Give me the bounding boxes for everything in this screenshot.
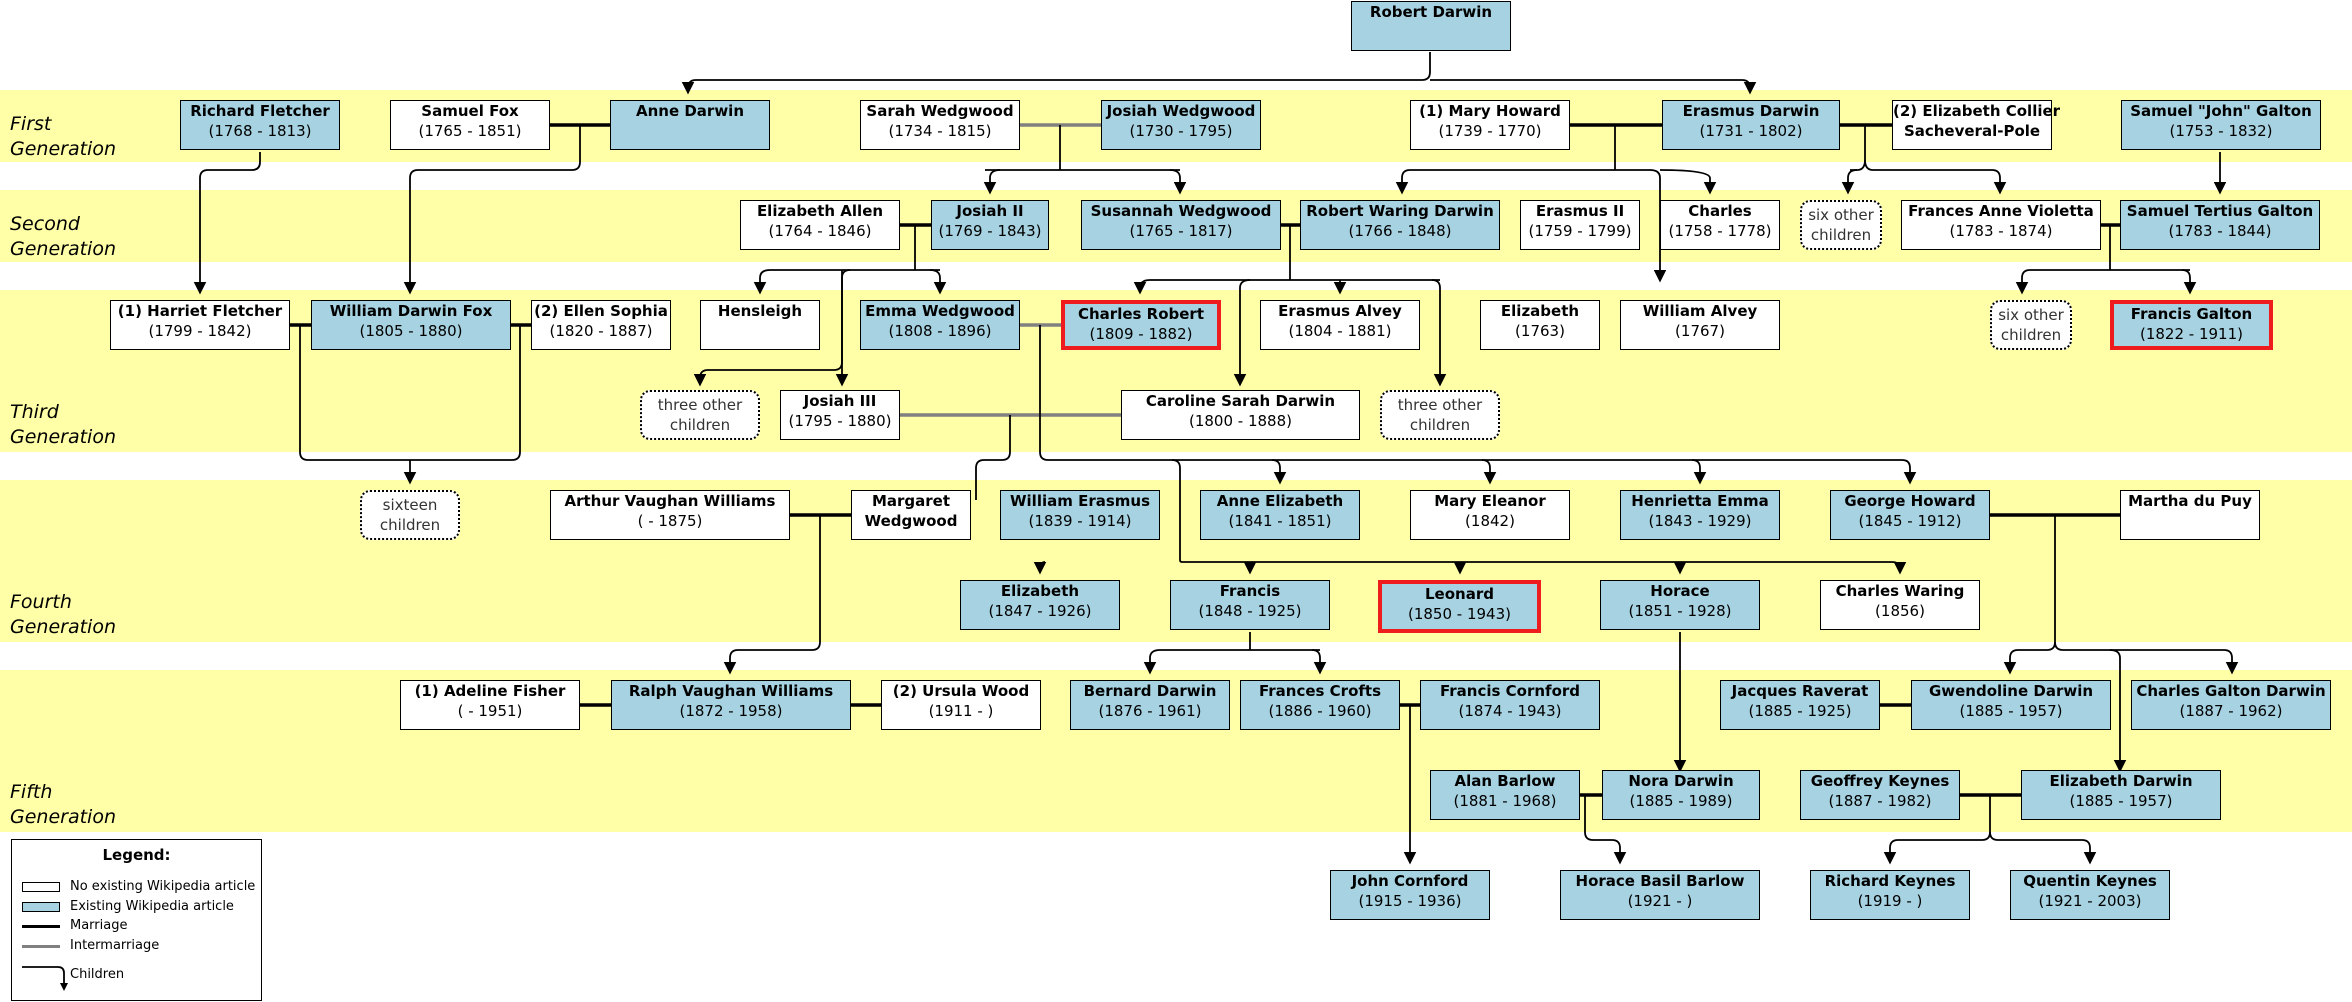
legend-swatch-marriage <box>22 925 60 928</box>
person-geoffrey-keynes[interactable]: Geoffrey Keynes(1887 - 1982) <box>1800 770 1960 820</box>
legend-label-existing-article: Existing Wikipedia article <box>70 899 234 914</box>
person-william-darwin-fox[interactable]: William Darwin Fox(1805 - 1880) <box>311 300 511 350</box>
person-charles-robert[interactable]: Charles Robert(1809 - 1882) <box>1061 300 1221 350</box>
person-anne-elizabeth[interactable]: Anne Elizabeth(1841 - 1851) <box>1200 490 1360 540</box>
person-francis-galton[interactable]: Francis Galton(1822 - 1911) <box>2110 300 2273 350</box>
person-charles-1758[interactable]: Charles(1758 - 1778) <box>1660 200 1780 250</box>
person-gwendoline-darwin[interactable]: Gwendoline Darwin(1885 - 1957) <box>1911 680 2111 730</box>
legend-swatch-existing-article <box>22 902 60 912</box>
person-mary-eleanor[interactable]: Mary Eleanor(1842) <box>1410 490 1570 540</box>
legend-swatch-children <box>22 966 68 991</box>
person-ellen-sophia[interactable]: (2) Ellen Sophia(1820 - 1887) <box>531 300 671 350</box>
person-hensleigh[interactable]: Hensleigh <box>700 300 820 350</box>
person-horace-basil-barlow[interactable]: Horace Basil Barlow(1921 - ) <box>1560 870 1760 920</box>
person-josiah-iii[interactable]: Josiah III(1795 - 1880) <box>780 390 900 440</box>
legend-swatch-no-article <box>22 882 60 892</box>
person-richard-keynes[interactable]: Richard Keynes(1919 - ) <box>1810 870 1970 920</box>
person-frances-anne-violetta[interactable]: Frances Anne Violetta(1783 - 1874) <box>1901 200 2101 250</box>
person-charles-galton-darwin[interactable]: Charles Galton Darwin(1887 - 1962) <box>2131 680 2331 730</box>
person-bernard-darwin[interactable]: Bernard Darwin(1876 - 1961) <box>1070 680 1230 730</box>
person-erasmus-alvey[interactable]: Erasmus Alvey(1804 - 1881) <box>1260 300 1420 350</box>
person-harriet-fletcher[interactable]: (1) Harriet Fletcher(1799 - 1842) <box>110 300 290 350</box>
person-henrietta-emma[interactable]: Henrietta Emma(1843 - 1929) <box>1620 490 1780 540</box>
legend-label-children: Children <box>70 967 125 982</box>
person-horace[interactable]: Horace(1851 - 1928) <box>1600 580 1760 630</box>
person-ralph-vaughan-williams[interactable]: Ralph Vaughan Williams(1872 - 1958) <box>611 680 851 730</box>
person-quentin-keynes[interactable]: Quentin Keynes(1921 - 2003) <box>2010 870 2170 920</box>
person-erasmus-darwin[interactable]: Erasmus Darwin(1731 - 1802) <box>1662 100 1840 150</box>
person-caroline-sarah-darwin[interactable]: Caroline Sarah Darwin(1800 - 1888) <box>1121 390 1360 440</box>
person-anne-darwin[interactable]: Anne Darwin <box>610 100 770 150</box>
generation-label-first: First Generation <box>10 113 116 160</box>
person-susannah-wedgwood[interactable]: Susannah Wedgwood(1765 - 1817) <box>1081 200 1281 250</box>
legend: Legend: No existing Wikipedia article Ex… <box>11 839 262 1001</box>
group-sixteen-children: sixteen children <box>360 490 460 540</box>
person-margaret-wedgwood[interactable]: Margaret Wedgwood <box>851 490 971 540</box>
person-josiah-ii[interactable]: Josiah II(1769 - 1843) <box>931 200 1049 250</box>
person-elizabeth-allen[interactable]: Elizabeth Allen(1764 - 1846) <box>740 200 900 250</box>
legend-swatch-intermarriage <box>22 945 60 948</box>
group-six-other-children-galton: six other children <box>1990 300 2072 350</box>
generation-label-fourth: Fourth Generation <box>10 591 116 638</box>
person-elizabeth-1847[interactable]: Elizabeth(1847 - 1926) <box>960 580 1120 630</box>
legend-label-marriage: Marriage <box>70 918 128 933</box>
generation-label-third: Third Generation <box>10 401 116 448</box>
group-six-other-children-erasmus: six other children <box>1800 200 1882 250</box>
person-emma-wedgwood[interactable]: Emma Wedgwood(1808 - 1896) <box>860 300 1020 350</box>
generation-label-fifth: Fifth Generation <box>10 781 116 828</box>
generation-label-second: Second Generation <box>10 213 116 260</box>
person-samuel-john-galton[interactable]: Samuel "John" Galton(1753 - 1832) <box>2121 100 2321 150</box>
person-jacques-raverat[interactable]: Jacques Raverat(1885 - 1925) <box>1720 680 1880 730</box>
legend-label-no-article: No existing Wikipedia article <box>70 879 256 894</box>
person-elizabeth-darwin[interactable]: Elizabeth Darwin(1885 - 1957) <box>2021 770 2221 820</box>
person-alan-barlow[interactable]: Alan Barlow(1881 - 1968) <box>1430 770 1580 820</box>
person-charles-waring[interactable]: Charles Waring(1856) <box>1820 580 1980 630</box>
person-william-erasmus[interactable]: William Erasmus(1839 - 1914) <box>1000 490 1160 540</box>
person-adeline-fisher[interactable]: (1) Adeline Fisher( - 1951) <box>400 680 580 730</box>
person-francis-1848[interactable]: Francis(1848 - 1925) <box>1170 580 1330 630</box>
person-william-alvey[interactable]: William Alvey(1767) <box>1620 300 1780 350</box>
legend-label-intermarriage: Intermarriage <box>70 938 160 953</box>
person-francis-cornford[interactable]: Francis Cornford(1874 - 1943) <box>1420 680 1600 730</box>
group-three-other-children-robert: three other children <box>1380 390 1500 440</box>
person-elizabeth-collier[interactable]: (2) Elizabeth Collier Sacheveral-Pole <box>1892 100 2060 150</box>
person-samuel-tertius-galton[interactable]: Samuel Tertius Galton(1783 - 1844) <box>2120 200 2320 250</box>
person-martha-du-puy[interactable]: Martha du Puy <box>2120 490 2260 540</box>
person-robert-darwin[interactable]: Robert Darwin <box>1351 1 1511 51</box>
person-elizabeth-1763[interactable]: Elizabeth(1763) <box>1480 300 1600 350</box>
person-leonard[interactable]: Leonard(1850 - 1943) <box>1378 580 1541 633</box>
person-john-cornford[interactable]: John Cornford(1915 - 1936) <box>1330 870 1490 920</box>
person-erasmus-ii[interactable]: Erasmus II(1759 - 1799) <box>1520 200 1640 250</box>
person-nora-darwin[interactable]: Nora Darwin(1885 - 1989) <box>1602 770 1760 820</box>
person-ursula-wood[interactable]: (2) Ursula Wood(1911 - ) <box>881 680 1041 730</box>
descent-lines <box>193 52 2239 865</box>
group-three-other-children-josiah: three other children <box>640 390 760 440</box>
person-richard-fletcher[interactable]: Richard Fletcher(1768 - 1813) <box>180 100 340 150</box>
person-mary-howard[interactable]: (1) Mary Howard(1739 - 1770) <box>1410 100 1570 150</box>
person-josiah-wedgwood[interactable]: Josiah Wedgwood(1730 - 1795) <box>1101 100 1261 150</box>
person-arthur-vaughan-williams[interactable]: Arthur Vaughan Williams( - 1875) <box>550 490 790 540</box>
legend-title: Legend: <box>102 846 171 864</box>
person-sarah-wedgwood[interactable]: Sarah Wedgwood(1734 - 1815) <box>860 100 1020 150</box>
person-robert-waring-darwin[interactable]: Robert Waring Darwin(1766 - 1848) <box>1300 200 1500 250</box>
person-frances-crofts[interactable]: Frances Crofts(1886 - 1960) <box>1240 680 1400 730</box>
person-samuel-fox[interactable]: Samuel Fox(1765 - 1851) <box>390 100 550 150</box>
person-george-howard[interactable]: George Howard(1845 - 1912) <box>1830 490 1990 540</box>
